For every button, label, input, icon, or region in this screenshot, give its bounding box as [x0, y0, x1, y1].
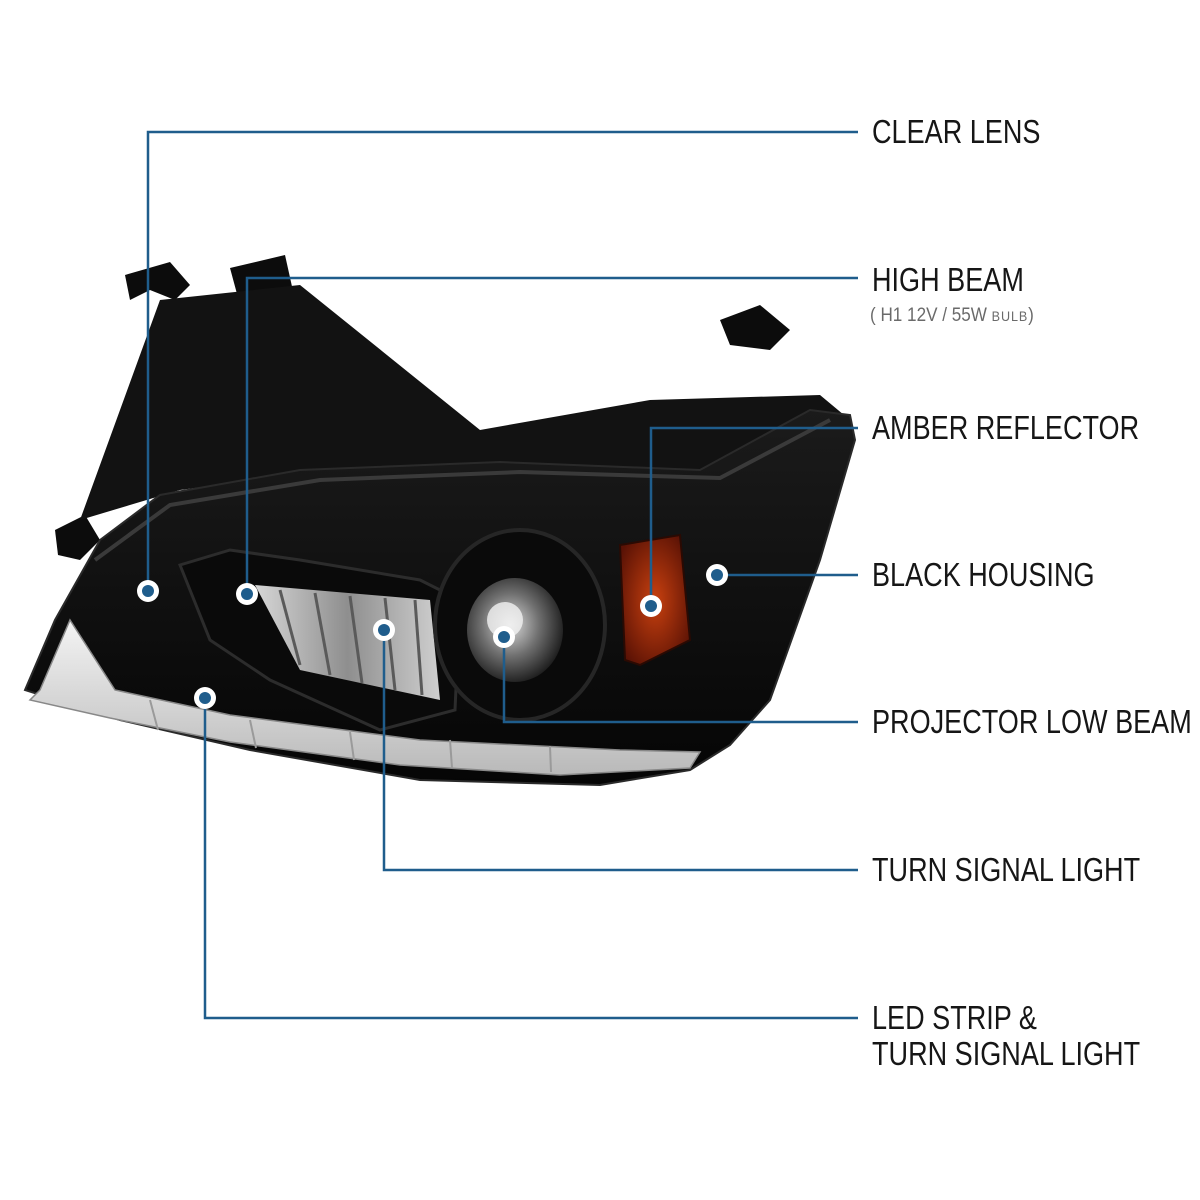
leader-high-beam	[245, 276, 858, 594]
leader-projector-low-beam	[502, 637, 858, 724]
label-turn-signal-light: TURN SIGNAL LIGHT	[872, 851, 1141, 888]
leader-clear-lens	[146, 130, 858, 591]
marker-clear-lens	[137, 580, 159, 602]
marker-turn-signal	[373, 619, 395, 641]
leader-turn-signal	[382, 630, 858, 872]
leader-amber-reflector	[649, 426, 858, 606]
marker-projector-low-beam	[493, 626, 515, 648]
label-clear-lens: CLEAR LENS	[872, 113, 1041, 150]
marker-amber-reflector	[640, 595, 662, 617]
label-led-strip-line2: TURN SIGNAL LIGHT	[872, 1035, 1141, 1072]
high-beam-spec-bulb: BULB	[991, 308, 1029, 324]
rear-housing	[80, 285, 850, 520]
label-black-housing: BLACK HOUSING	[872, 556, 1095, 593]
label-high-beam: HIGH BEAM	[872, 261, 1024, 298]
callout-markers	[137, 564, 728, 709]
marker-black-housing	[706, 564, 728, 586]
label-led-strip-line1: LED STRIP &	[872, 999, 1037, 1036]
marker-high-beam	[236, 583, 258, 605]
label-projector-low-beam: PROJECTOR LOW BEAM	[872, 703, 1192, 740]
label-high-beam-spec: ( H1 12V / 55W BULB)	[870, 305, 1034, 327]
high-beam-spec-close: )	[1028, 305, 1034, 326]
label-led-strip: LED STRIP & TURN SIGNAL LIGHT	[872, 1000, 1140, 1072]
callout-lines	[146, 130, 858, 1020]
projector-assembly	[433, 528, 607, 722]
led-strip-segments	[149, 699, 552, 773]
top-trim	[93, 418, 831, 562]
marker-led-strip	[194, 687, 216, 709]
led-strip-shape	[28, 618, 702, 776]
leader-led-strip	[203, 698, 858, 1020]
high-beam-spec-value: ( H1 12V / 55W	[870, 305, 987, 326]
chrome-reflector	[255, 585, 440, 700]
label-amber-reflector: AMBER REFLECTOR	[872, 409, 1140, 446]
